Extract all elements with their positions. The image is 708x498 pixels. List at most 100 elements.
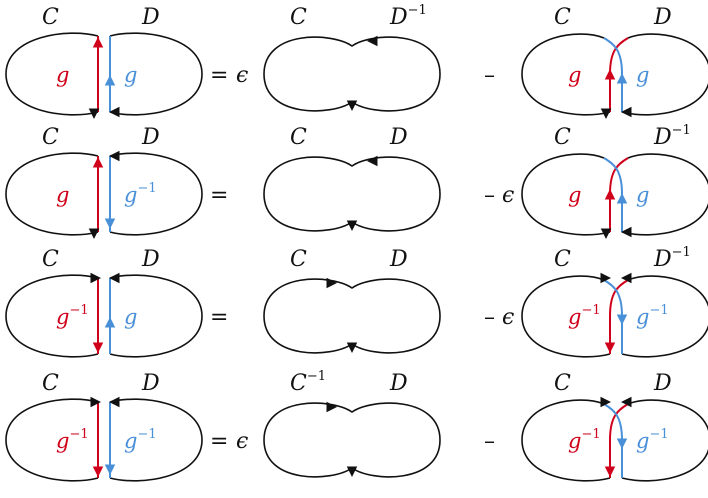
blue-arrow-head — [104, 317, 116, 328]
rhs-diagram: C D−1 g−1 g−1 — [521, 245, 708, 358]
minus-sign: – — [484, 305, 495, 330]
minus-sign: – — [484, 183, 495, 208]
epsilon-coefficient: ϵ — [502, 305, 514, 330]
right-lobe — [109, 398, 203, 482]
right-lobe — [109, 152, 203, 236]
blue-arrow-head — [104, 218, 116, 229]
equals-sign: = — [210, 305, 228, 330]
g-left-label: g — [56, 63, 69, 87]
left-lobe — [5, 152, 99, 236]
g-left-label: g−1 — [56, 427, 89, 453]
g-left-label: g — [568, 183, 581, 207]
top-right-label: D — [141, 5, 160, 30]
top-left-label: C — [554, 5, 571, 30]
lobe-arrow-head-0 — [600, 108, 612, 119]
g-right-label: g−1 — [124, 427, 157, 453]
red-arrow-head — [92, 37, 104, 48]
blue-arrow-head — [104, 464, 116, 475]
top-left-label: C — [42, 371, 59, 396]
rhs-diagram: C Dg g — [521, 5, 708, 119]
top-left-label: C−1 — [290, 369, 326, 396]
equals-sign: = — [210, 429, 228, 454]
top-right-label: D−1 — [653, 123, 691, 150]
top-right-label: D — [141, 125, 160, 150]
red-arrow-head — [604, 342, 616, 353]
top-left-label: C — [290, 5, 307, 30]
top-left-label: C — [42, 125, 59, 150]
minus-sign: – — [484, 63, 495, 88]
red-arrow-head — [604, 189, 616, 200]
lobe-arrow-head-0 — [90, 396, 101, 408]
blue-arrow-head — [616, 314, 628, 325]
g-left-label: g−1 — [56, 303, 89, 329]
curve-arrow-head-1 — [346, 100, 358, 111]
left-lobe — [521, 399, 611, 482]
lobe-arrow-head-1 — [621, 226, 632, 238]
lobe-arrow-head-0 — [600, 228, 612, 239]
top-left-label: C — [554, 371, 571, 396]
equals-sign: = — [210, 63, 228, 88]
g-right-label: g — [124, 63, 137, 87]
left-lobe — [5, 32, 99, 116]
g-right-label: g — [636, 63, 649, 87]
red-arrow-head — [92, 466, 104, 477]
lobe-arrow-head-1 — [109, 396, 120, 408]
smoothed-curve — [263, 156, 441, 232]
g-right-label: g−1 — [124, 181, 157, 207]
lobe-arrow-head-1 — [621, 396, 632, 408]
top-right-label: D — [389, 125, 408, 150]
top-left-label: C — [42, 247, 59, 272]
curve-arrow-head-1 — [346, 220, 358, 231]
right-lobe — [109, 32, 203, 116]
top-left-label: C — [290, 125, 307, 150]
curve-arrow-head-0 — [326, 277, 337, 289]
top-right-label: D — [653, 371, 672, 396]
top-right-label: D — [389, 247, 408, 272]
top-right-label: D — [389, 371, 408, 396]
g-left-label: g — [568, 63, 581, 87]
top-right-label: D — [141, 371, 160, 396]
g-left-label: g−1 — [568, 303, 601, 329]
smoothed-curve — [263, 402, 441, 478]
curve-arrow-head-0 — [367, 35, 378, 47]
g-right-label: g — [636, 183, 649, 207]
minus-sign: – — [484, 429, 495, 454]
top-left-label: C — [290, 247, 307, 272]
g-left-label: g — [56, 183, 69, 207]
smoothed-curve — [263, 278, 441, 354]
g-right-label: g−1 — [636, 303, 669, 329]
lobe-arrow-head-1 — [109, 150, 120, 162]
lobe-arrow-head-1 — [621, 272, 632, 284]
left-lobe — [5, 398, 99, 482]
red-arrow-head — [604, 69, 616, 80]
smoothed-curve — [263, 36, 441, 112]
lobe-arrow-head-1 — [109, 106, 120, 118]
top-right-label: D−1 — [653, 245, 691, 272]
top-right-label: D−1 — [389, 3, 427, 30]
epsilon-coefficient: ϵ — [236, 63, 248, 88]
top-left-label: C — [554, 247, 571, 272]
g-right-label: g−1 — [636, 427, 669, 453]
left-lobe — [521, 153, 611, 236]
lobe-arrow-head-1 — [109, 272, 120, 284]
lhs-diagram: C Dg−1 g−1 — [5, 371, 203, 482]
lobe-arrow-head-0 — [600, 272, 611, 284]
epsilon-coefficient: ϵ — [502, 183, 514, 208]
curve-arrow-head-1 — [346, 342, 358, 353]
lobe-arrow-head-0 — [600, 396, 611, 408]
curve-arrow-head-0 — [367, 155, 378, 167]
right-lobe — [109, 274, 203, 358]
lhs-diagram: C Dg g−1 — [5, 125, 203, 239]
equals-sign: = — [210, 183, 228, 208]
top-right-label: D — [653, 5, 672, 30]
right-lobe — [621, 33, 708, 116]
middle-diagram: C−1 D — [263, 369, 441, 478]
red-arrow-head — [92, 342, 104, 353]
